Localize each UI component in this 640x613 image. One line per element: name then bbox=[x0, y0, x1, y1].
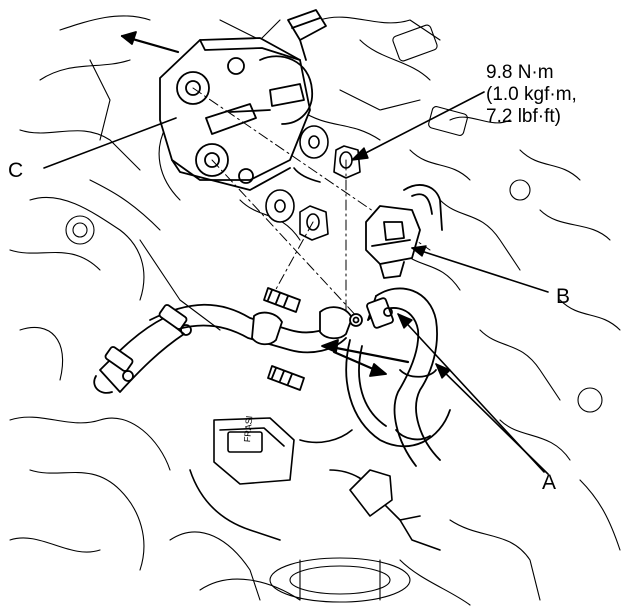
torque-line-1: 9.8 N·m bbox=[486, 62, 554, 83]
part-c-bracket bbox=[120, 9, 327, 191]
leader-torque-arrowhead bbox=[351, 147, 369, 161]
component-marking-text: FRASI bbox=[242, 415, 254, 442]
torque-specification: 9.8 N·m (1.0 kgf·m, 7.2 lbf·ft) bbox=[486, 62, 577, 128]
leader-torque bbox=[351, 91, 485, 161]
leader-b bbox=[411, 247, 549, 293]
washers-and-collars bbox=[265, 125, 361, 241]
part-b-connector bbox=[365, 184, 443, 279]
leader-lines bbox=[43, 91, 549, 475]
leader-a-arrowhead-2 bbox=[435, 363, 451, 379]
leader-b-arrowhead bbox=[411, 245, 427, 257]
lower-component bbox=[189, 417, 441, 551]
background-engine-lines bbox=[9, 15, 621, 606]
torque-line-3: 7.2 lbf·ft) bbox=[486, 106, 561, 127]
hose-assembly bbox=[93, 287, 451, 467]
leader-c bbox=[43, 117, 177, 169]
callout-c-label: C bbox=[8, 159, 24, 182]
alignment-guides bbox=[192, 87, 431, 321]
leader-a-2 bbox=[435, 363, 549, 475]
callout-a-label: A bbox=[542, 471, 557, 494]
torque-line-2: (1.0 kgf·m, bbox=[486, 84, 577, 105]
leader-a-arrowhead-1 bbox=[397, 313, 413, 329]
callout-b-label: B bbox=[556, 285, 571, 308]
